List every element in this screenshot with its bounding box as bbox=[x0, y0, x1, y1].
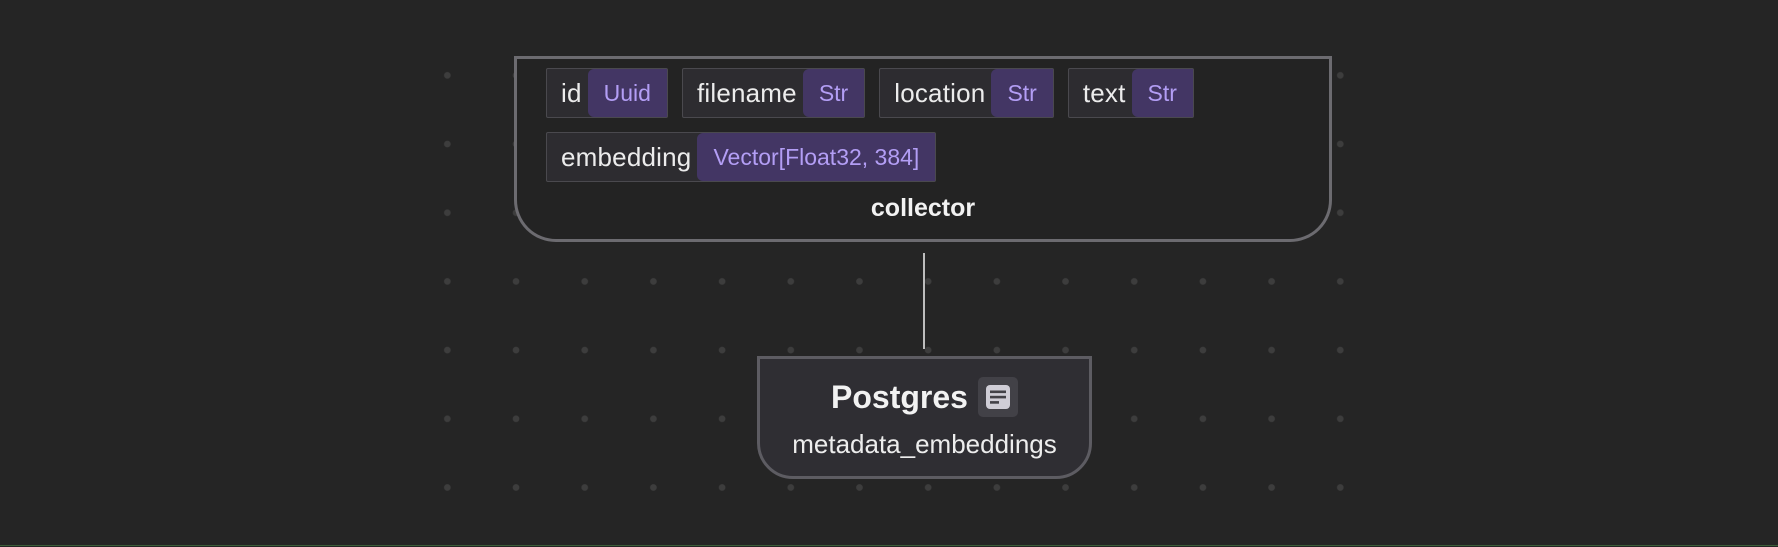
field-text[interactable]: text Str bbox=[1067, 68, 1194, 118]
collector-label: collector bbox=[870, 194, 976, 222]
field-row-1: id Uuid filename Str location Str text S… bbox=[546, 68, 1194, 118]
edge-collector-to-postgres bbox=[923, 253, 925, 349]
field-type-badge: Str bbox=[802, 69, 865, 117]
field-row-2: embedding Vector[Float32, 384] bbox=[546, 132, 937, 182]
field-type-badge: Vector[Float32, 384] bbox=[697, 133, 936, 181]
table-details-icon bbox=[985, 385, 1010, 409]
field-location[interactable]: location Str bbox=[879, 68, 1054, 118]
field-type-badge: Str bbox=[1131, 69, 1193, 117]
postgres-title: Postgres bbox=[831, 378, 968, 415]
field-id[interactable]: id Uuid bbox=[546, 68, 668, 118]
bottom-border bbox=[0, 545, 1778, 546]
field-filename[interactable]: filename Str bbox=[681, 68, 866, 118]
postgres-target-node[interactable]: Postgres metadata_embeddings bbox=[757, 356, 1092, 479]
postgres-table-name: metadata_embeddings bbox=[792, 429, 1057, 459]
field-name: embedding bbox=[561, 141, 692, 172]
field-name: text bbox=[1082, 77, 1126, 108]
field-type-badge: Uuid bbox=[587, 69, 667, 117]
collector-node[interactable]: id Uuid filename Str location Str text S… bbox=[514, 56, 1332, 242]
field-type-badge: Str bbox=[991, 69, 1053, 117]
field-embedding[interactable]: embedding Vector[Float32, 384] bbox=[546, 132, 937, 182]
table-details-button[interactable] bbox=[977, 377, 1018, 417]
field-name: location bbox=[894, 77, 986, 108]
postgres-title-row: Postgres bbox=[760, 377, 1089, 417]
field-name: id bbox=[561, 77, 582, 108]
field-name: filename bbox=[696, 77, 797, 108]
